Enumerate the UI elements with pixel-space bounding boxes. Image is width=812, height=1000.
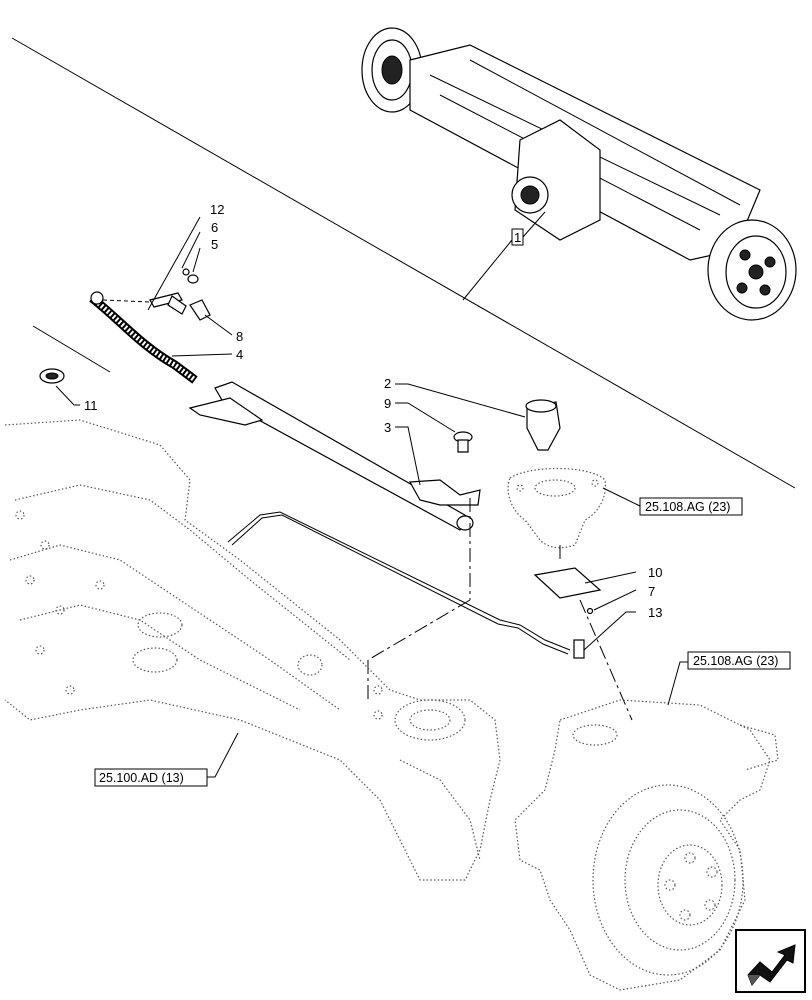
hose-break-line — [32, 325, 111, 373]
wheel-hub-outline — [514, 699, 779, 991]
callout-7: 7 — [648, 584, 655, 599]
callout-1: 1 — [514, 230, 521, 245]
reference-box-axle[interactable] — [94, 768, 208, 787]
grease-pipe — [227, 511, 571, 651]
leader-1b — [462, 239, 513, 301]
leader-1a — [522, 211, 546, 238]
callout-8: 8 — [236, 329, 243, 344]
reference-link-top[interactable]: 25.108.AG (23) — [645, 500, 730, 514]
axle-assembly-overview — [361, 27, 797, 321]
callout-2: 2 — [384, 376, 391, 391]
axle-housing-outline — [4, 419, 501, 881]
grease-fitting — [525, 399, 561, 451]
callout-6: 6 — [211, 220, 218, 235]
shim — [533, 567, 602, 599]
callout-9: 9 — [384, 396, 391, 411]
callout-10: 10 — [648, 565, 662, 580]
reference-link-mid[interactable]: 25.108.AG (23) — [693, 654, 778, 668]
callout-12: 12 — [210, 202, 224, 217]
pipe-fitting — [573, 639, 585, 659]
callout-5: 5 — [211, 237, 218, 252]
next-page-arrow-icon[interactable] — [735, 929, 806, 993]
callout-4: 4 — [236, 347, 243, 362]
grease-tube — [188, 381, 481, 531]
fittings-group — [149, 268, 211, 321]
king-pin-housing — [507, 467, 607, 549]
reference-box-mid[interactable] — [687, 651, 791, 670]
plug — [453, 431, 473, 453]
callout-13: 13 — [648, 605, 662, 620]
callout-11: 11 — [84, 398, 98, 413]
hose-fitting — [90, 291, 104, 305]
hose-clip — [39, 368, 65, 384]
callout-3: 3 — [384, 420, 391, 435]
section-divider-line — [11, 37, 796, 489]
small-pin — [586, 607, 594, 615]
reference-link-axle[interactable]: 25.100.AD (13) — [99, 771, 184, 785]
reference-box-top[interactable] — [639, 497, 743, 516]
